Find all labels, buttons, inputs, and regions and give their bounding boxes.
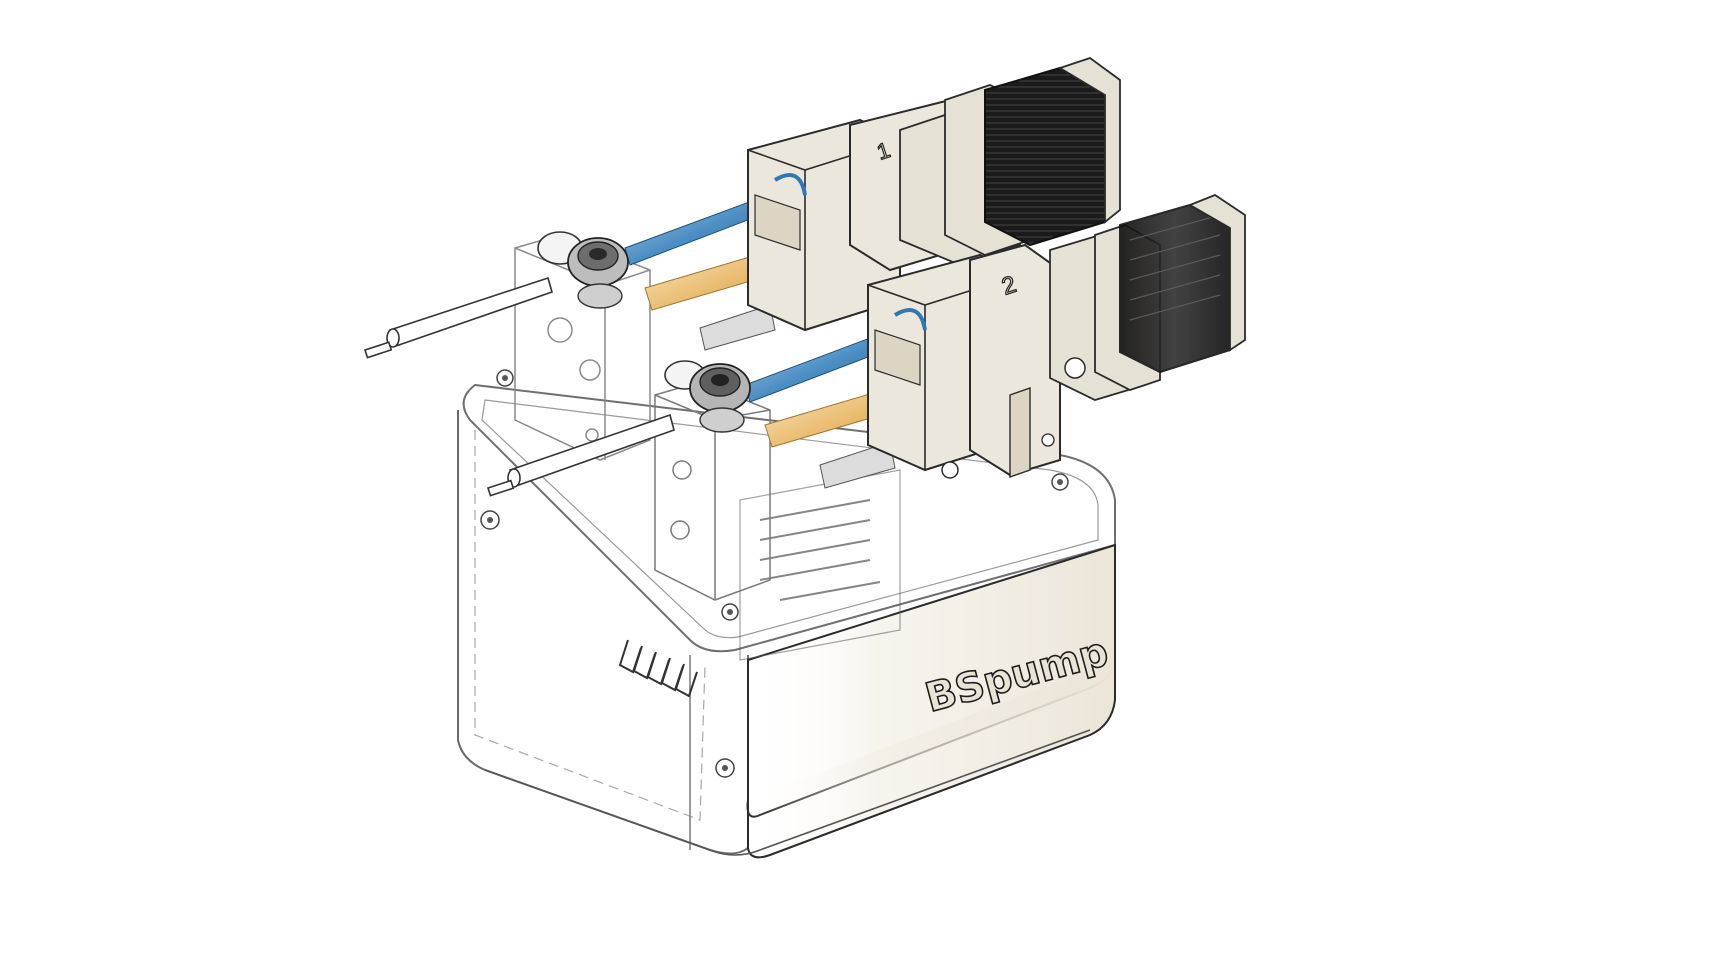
stepper-motor-2-body bbox=[1119, 203, 1231, 374]
base-lid-outline bbox=[462, 383, 1116, 653]
pump-unit-2: 2 bbox=[744, 193, 1246, 489]
base-left-wall bbox=[457, 410, 749, 855]
base-enclosure: BSpump bbox=[457, 369, 1116, 859]
internal-electronics bbox=[739, 469, 901, 661]
outlet-tube-front bbox=[486, 413, 675, 497]
hex-nut-icon bbox=[537, 231, 629, 309]
base-left-wall-inner bbox=[474, 430, 706, 821]
lead-screw-2 bbox=[819, 441, 896, 489]
screw-icon bbox=[715, 758, 735, 778]
base-bottom-edge bbox=[484, 729, 1091, 856]
lead-screw-1 bbox=[699, 304, 776, 351]
stepper-motor-2-cap bbox=[1187, 193, 1246, 352]
pump-unit-1: 1 bbox=[624, 56, 1121, 351]
vent-slots bbox=[618, 639, 698, 698]
screw-icon bbox=[480, 510, 500, 530]
base-lid-inner-outline bbox=[481, 399, 1099, 639]
outlet-tube-rear bbox=[363, 276, 553, 359]
motor-mount-plate-2 bbox=[969, 243, 1061, 477]
hex-nut-icon bbox=[664, 360, 751, 433]
screw-icon bbox=[1051, 473, 1069, 491]
screw-icon bbox=[721, 603, 739, 621]
stepper-motor-1-cap bbox=[1057, 56, 1121, 224]
stepper-motor-1-body bbox=[984, 66, 1106, 247]
screw-icon bbox=[496, 369, 514, 387]
